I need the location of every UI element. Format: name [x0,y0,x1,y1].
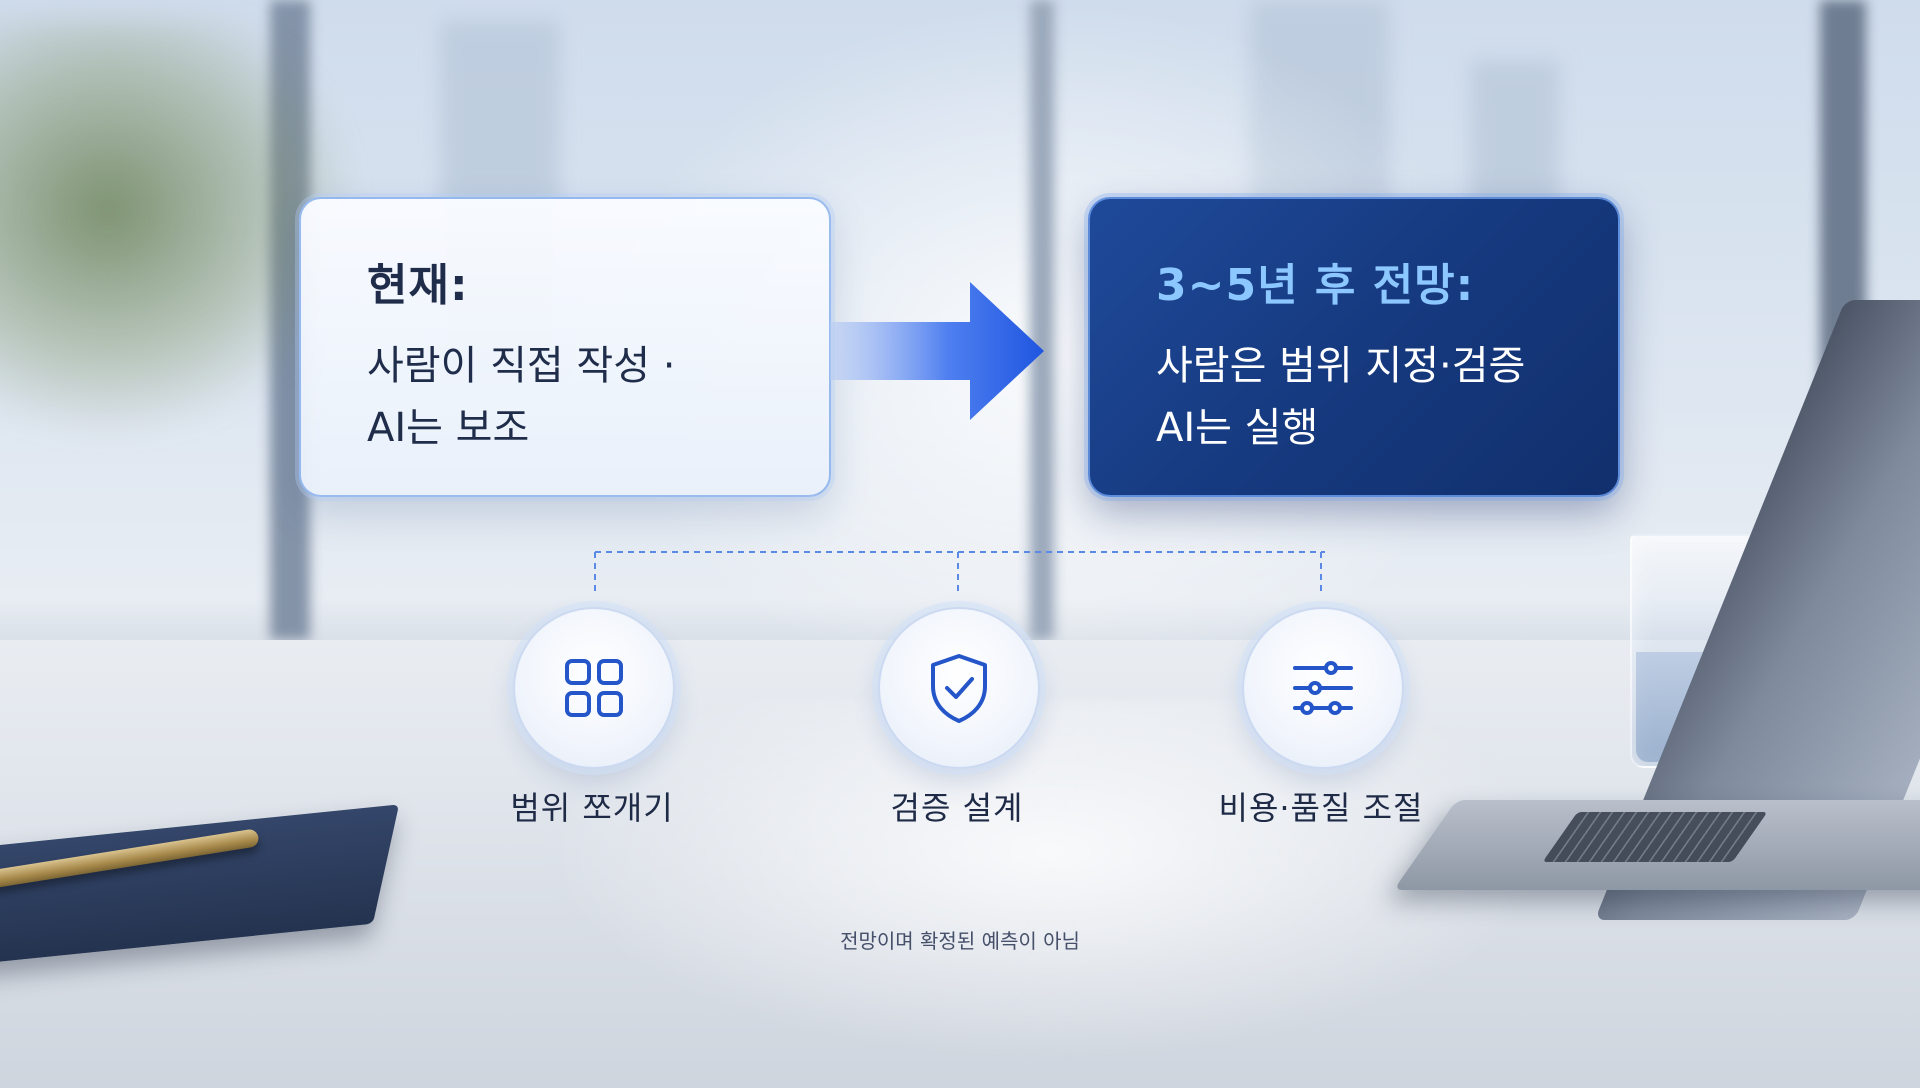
future-state-card: 3~5년 후 전망: 사람은 범위 지정·검증 AI는 실행 [1088,197,1620,497]
desk-glare [500,700,1600,1080]
future-line-2: AI는 실행 [1156,405,1319,451]
current-state-card: 현재: 사람이 직접 작성 · AI는 보조 [299,197,831,497]
capability-circle-verification [878,607,1040,769]
capability-circle-scope [513,607,675,769]
dashed-connector [594,551,1325,594]
grid-icon [565,659,623,717]
future-title: 3~5년 후 전망: [1156,260,1475,311]
capability-label-verification: 검증 설계 [890,789,1024,827]
capability-circle-cost-quality [1242,607,1404,769]
transition-arrow-icon [830,282,1044,420]
current-line-2: AI는 보조 [367,405,530,451]
future-line-1: 사람은 범위 지정·검증 [1156,343,1526,389]
current-line-1: 사람이 직접 작성 · [367,343,676,389]
disclaimer-footnote: 전망이며 확정된 예측이 아님 [840,929,1080,953]
capability-label-scope: 범위 쪼개기 [510,789,674,827]
window-frame [1030,0,1054,640]
sliders-icon [1293,661,1353,715]
shield-check-icon [931,654,987,723]
capability-label-cost-quality: 비용·품질 조절 [1218,789,1424,827]
laptop-keyboard [1542,812,1768,862]
current-title: 현재: [367,260,469,311]
